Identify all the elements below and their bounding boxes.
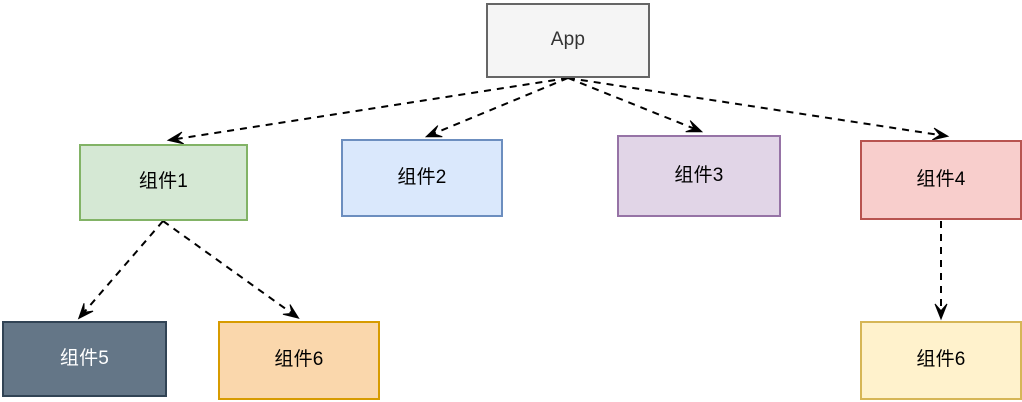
node-app[interactable]: App — [486, 3, 650, 78]
arrowhead-app-comp1 — [166, 131, 185, 145]
edge-app-comp3 — [567, 77, 701, 132]
node-component-3[interactable]: 组件3 — [617, 135, 781, 217]
node-component-1-label: 组件1 — [138, 171, 189, 193]
node-component-2[interactable]: 组件2 — [341, 139, 503, 217]
arrowhead-app-comp4 — [931, 127, 950, 141]
node-component-5-label: 组件5 — [59, 347, 110, 369]
node-component-5[interactable]: 组件5 — [2, 321, 167, 397]
node-component-4[interactable]: 组件4 — [860, 140, 1022, 220]
arrowhead-app-comp2 — [424, 125, 443, 138]
node-component-6-left-label: 组件6 — [274, 349, 324, 371]
node-component-3-label: 组件3 — [674, 164, 724, 186]
edge-comp1-comp6a — [162, 220, 298, 318]
edge-app-comp1 — [169, 77, 569, 141]
arrowhead-comp4-comp6b — [934, 303, 948, 321]
node-app-label: App — [550, 29, 586, 51]
arrowhead-comp1-comp6a — [282, 304, 300, 319]
arrowhead-app-comp3 — [685, 120, 704, 133]
node-component-2-label: 组件2 — [397, 166, 447, 188]
node-component-6-left[interactable]: 组件6 — [218, 321, 380, 400]
edge-comp1-comp5 — [79, 220, 164, 318]
node-component-4-label: 组件4 — [916, 168, 966, 190]
edge-app-comp4 — [567, 77, 947, 137]
node-component-1[interactable]: 组件1 — [79, 144, 248, 221]
node-component-6-right-label: 组件6 — [916, 349, 966, 371]
arrowhead-comp1-comp5 — [77, 303, 94, 320]
edge-app-comp2 — [427, 77, 569, 137]
node-component-6-right[interactable]: 组件6 — [860, 321, 1022, 400]
